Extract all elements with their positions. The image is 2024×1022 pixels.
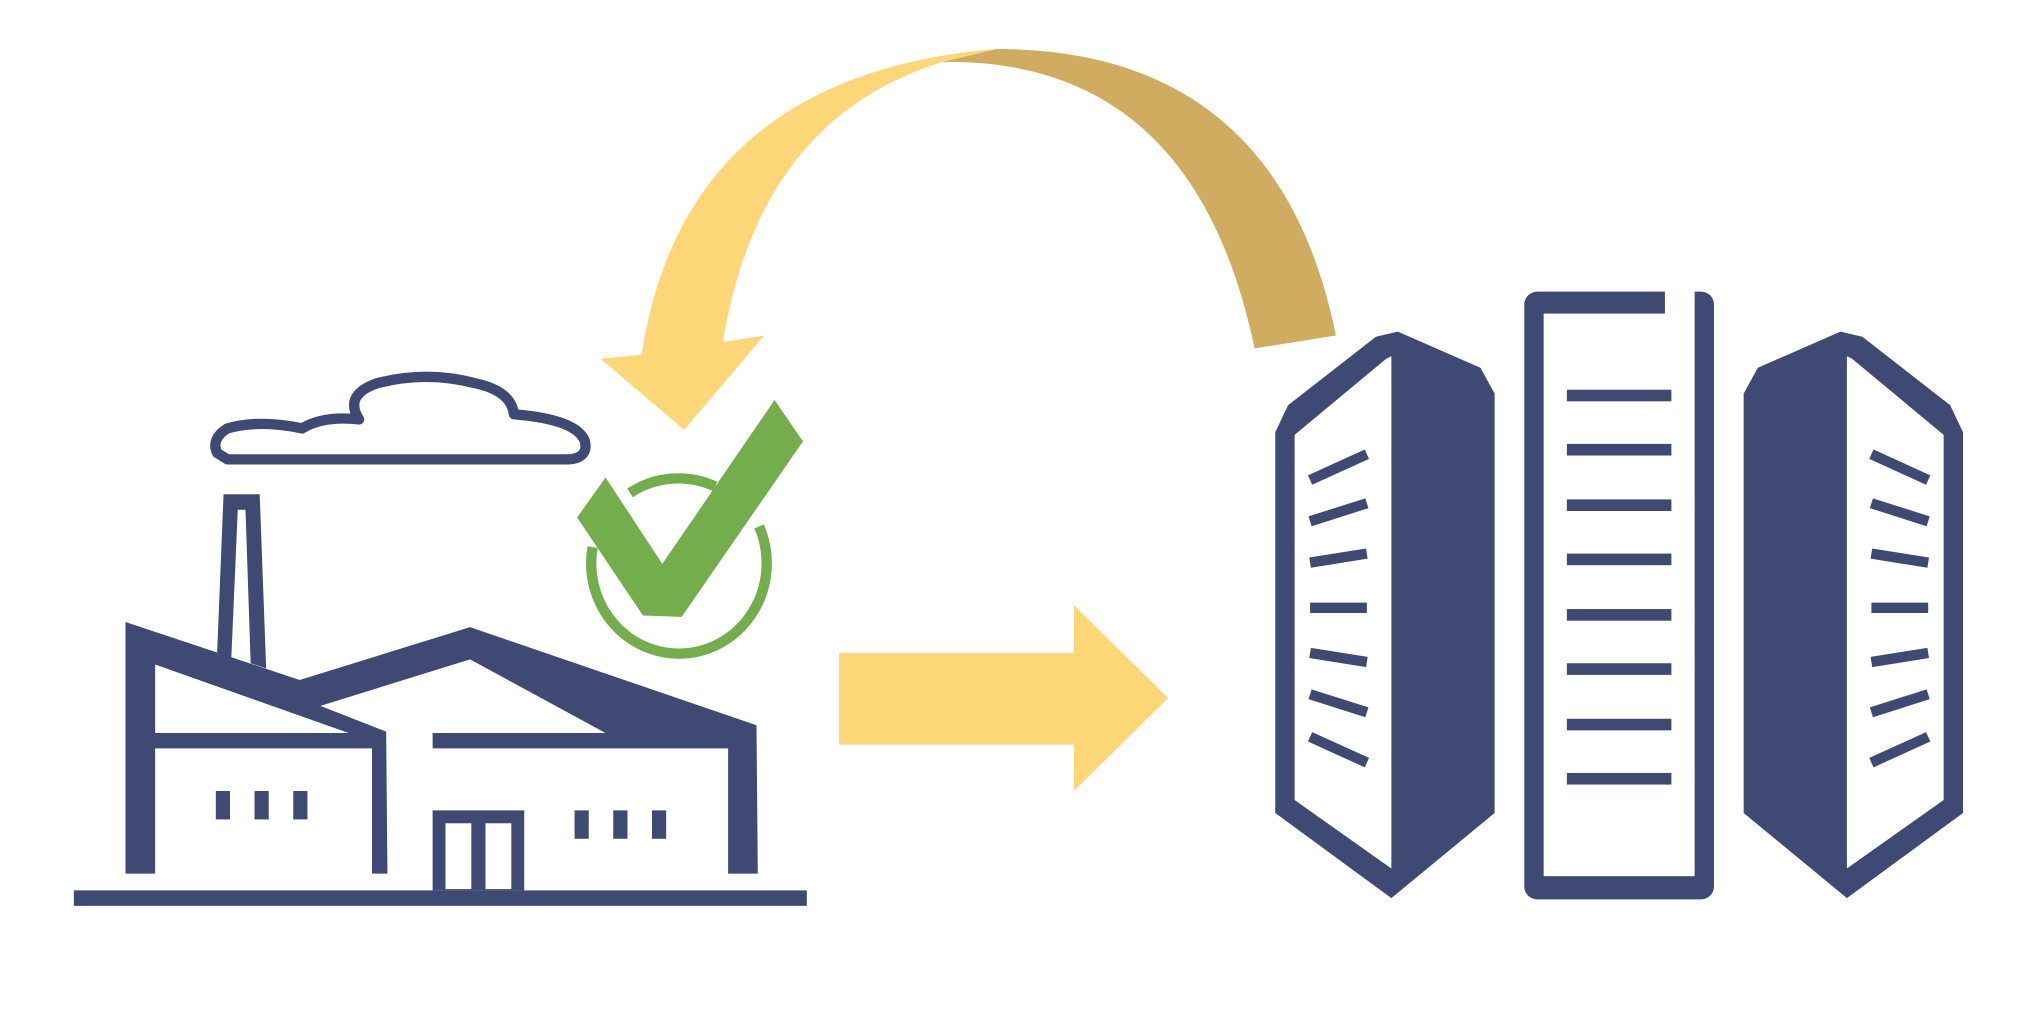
server-left [1275, 331, 1495, 899]
server-left-slats [1307, 449, 1369, 768]
server-center [1524, 286, 1714, 900]
server-right-slats [1869, 449, 1931, 768]
factory-icon [73, 494, 807, 906]
right-arrow-icon [839, 605, 1169, 792]
server-center-slats [1566, 389, 1672, 785]
factory-windows [215, 791, 667, 839]
server-right [1743, 331, 1964, 899]
curved-arrow-yellow-part [600, 49, 997, 430]
factory-door [432, 810, 525, 891]
factory-chimney [217, 494, 267, 669]
check-circle-top-arc [627, 473, 718, 498]
factory-ground-line [73, 890, 807, 906]
curved-arrow-icon [600, 49, 1336, 430]
server-rack-icon [1275, 286, 1964, 900]
check-circle-bottom-arc [586, 524, 772, 659]
checkmark-icon [577, 400, 803, 659]
check-mark [577, 400, 803, 617]
curved-arrow-gold-part [942, 49, 1336, 349]
factory-building-outline [125, 621, 758, 874]
cloud-icon [210, 371, 591, 465]
